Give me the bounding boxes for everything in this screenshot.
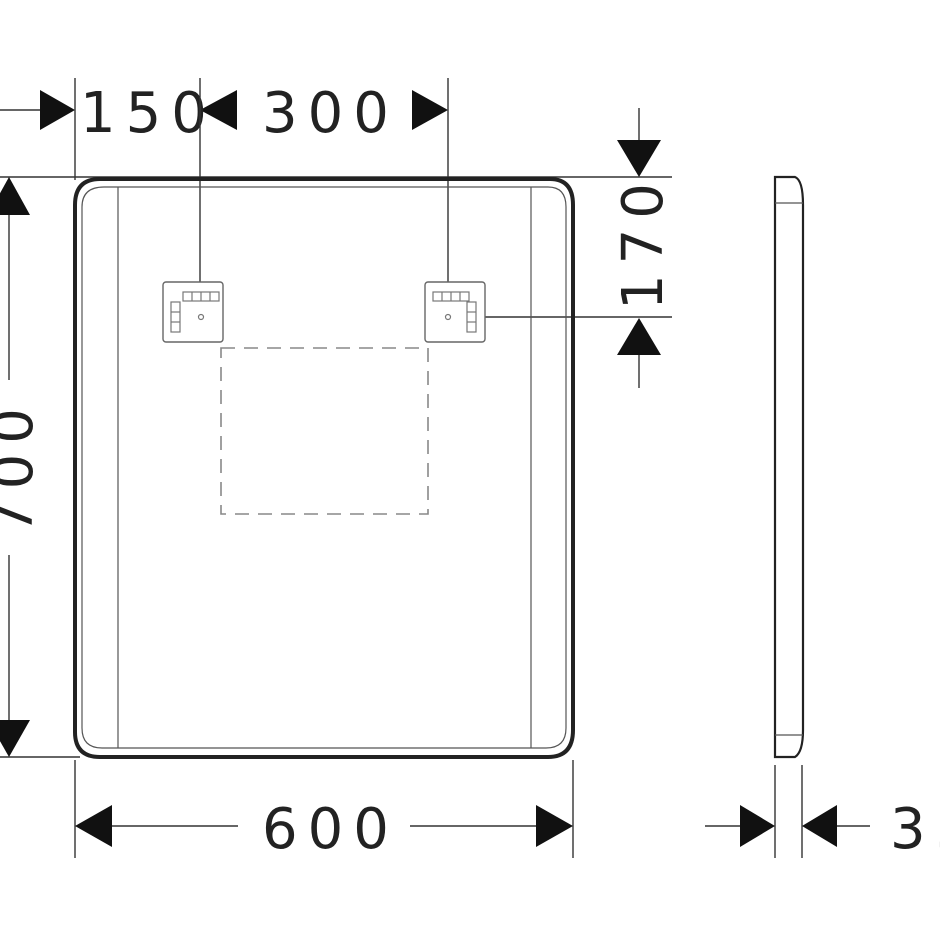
hidden-mounting-plate	[220, 347, 429, 515]
bracket-right-slot-vertical	[466, 301, 477, 333]
mounting-bracket-left	[162, 281, 224, 343]
bracket-right-plate	[424, 281, 486, 343]
arrow-35-left	[740, 805, 775, 847]
dim-bottom-group: 600	[74, 760, 574, 862]
bracket-right-hole	[444, 313, 452, 321]
dim-600-label: 600	[262, 797, 399, 862]
arrow-35-right	[802, 805, 837, 847]
mirror-outline	[73, 177, 575, 759]
arrow-700-top	[0, 177, 30, 215]
arrow-170-top	[617, 140, 661, 177]
dim-depth-group: 35	[705, 765, 940, 862]
dim-170-label: 170	[611, 173, 676, 310]
arrow-700-bottom	[0, 720, 30, 757]
arrow-150-left	[40, 90, 75, 130]
dim-150-label: 150	[80, 81, 217, 146]
dim-left-group: 700	[0, 177, 46, 757]
arrow-170-bottom	[617, 318, 661, 355]
bracket-left-hole	[197, 313, 205, 321]
arrow-300-right	[412, 90, 448, 130]
dim-700-label: 700	[0, 398, 46, 535]
arrow-600-left	[75, 805, 112, 847]
arrow-600-right	[536, 805, 573, 847]
side-profile-outline	[773, 175, 805, 759]
mirror-front-view	[73, 177, 575, 759]
dim-top-group: 150 300	[0, 81, 448, 146]
mounting-bracket-right	[424, 281, 486, 343]
dim-35-label: 35	[890, 797, 940, 862]
mirror-side-view	[773, 175, 805, 759]
mirror-inner-edge	[81, 186, 567, 749]
bracket-left-slot-vertical	[170, 301, 181, 333]
arrow-150-right	[200, 90, 237, 130]
bracket-left-plate	[162, 281, 224, 343]
dim-300-label: 300	[262, 81, 399, 146]
dim-right-group: 170	[611, 108, 676, 388]
